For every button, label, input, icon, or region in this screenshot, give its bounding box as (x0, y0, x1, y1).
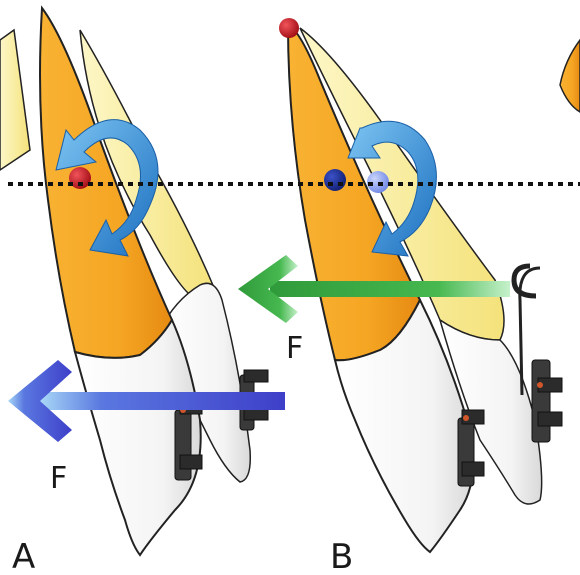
force-arrow-b (238, 255, 510, 323)
tooth-b-crown (333, 297, 475, 554)
tooth-a-crown (73, 317, 202, 557)
bracket-b-rear (531, 359, 563, 443)
rotation-arrow-a (55, 119, 159, 257)
hook-icon (511, 263, 541, 396)
panel-a: F A (0, 5, 285, 575)
apex-marker-b (279, 18, 299, 38)
force-label-b: F (286, 331, 303, 366)
center-of-rotation-b-dark (324, 169, 346, 191)
force-arrow-a (8, 360, 285, 442)
force-label-a: F (50, 461, 67, 496)
panel-b: F B (238, 18, 563, 575)
center-of-resistance-a (69, 167, 91, 189)
panel-label-a: A (12, 537, 35, 575)
tooth-a-rear-crown (159, 282, 252, 483)
panel-label-b: B (330, 537, 353, 575)
bracket-b-front (457, 409, 485, 487)
rotation-arrow-b (347, 120, 437, 257)
tooth-a-back-root (0, 28, 31, 171)
panel-c-edge (559, 38, 580, 113)
tooth-b-rear-crown (438, 318, 543, 505)
